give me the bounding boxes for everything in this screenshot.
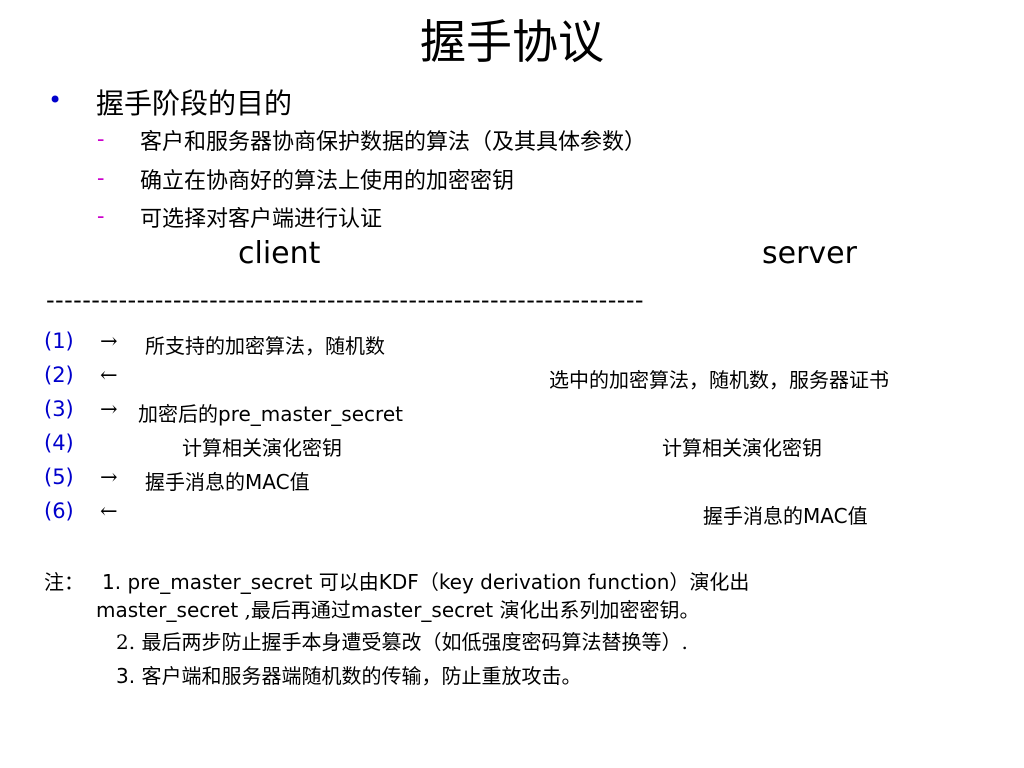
server-header: server xyxy=(762,236,857,271)
right-arrow-icon: → xyxy=(100,329,118,353)
step-3-client-text: 加密后的pre_master_secret xyxy=(138,398,403,427)
client-header: client xyxy=(238,236,321,271)
note-2: 2. 最后两步防止握手本身遭受篡改（如低强度密码算法替换等）. xyxy=(116,630,688,654)
step-4-client-text: 计算相关演化密钥 xyxy=(182,436,342,460)
subitem-text-1: 客户和服务器协商保护数据的算法（及其具体参数） xyxy=(140,130,647,155)
pre-master-secret-term: pre_master_secret xyxy=(218,402,403,426)
step-2-server-text: 选中的加密算法，随机数，服务器证书 xyxy=(549,368,889,392)
step-number-3: (3) xyxy=(44,397,74,421)
right-arrow-icon: → xyxy=(100,465,118,489)
left-arrow-icon: ← xyxy=(100,499,118,523)
step-1-client-text: 所支持的加密算法，随机数 xyxy=(145,334,385,358)
mac-term: MAC xyxy=(803,504,848,528)
step-3-prefix: 加密后的 xyxy=(138,402,218,426)
subitem-marker-2: - xyxy=(97,166,105,191)
note-1-line-1: 1. pre_master_secret 可以由KDF（key derivati… xyxy=(102,570,750,594)
step-4-server-text: 计算相关演化密钥 xyxy=(662,436,822,460)
mac-term: MAC xyxy=(245,470,290,494)
step-number-5: (5) xyxy=(44,465,74,489)
subitem-marker-3: - xyxy=(97,204,105,229)
step-number-4: (4) xyxy=(44,431,74,455)
notes-label: 注： xyxy=(44,570,84,594)
step-number-6: (6) xyxy=(44,499,74,523)
step-6-server-text: 握手消息的MAC值 xyxy=(703,504,868,528)
subitem-text-3: 可选择对客户端进行认证 xyxy=(140,207,383,232)
note-1-line-2: master_secret ,最后再通过master_secret 演化出系列加… xyxy=(96,598,700,622)
step-number-1: (1) xyxy=(44,329,74,353)
bullet-text: 握手阶段的目的 xyxy=(96,87,293,120)
step-5-client-text: 握手消息的MAC值 xyxy=(145,470,310,494)
subitem-text-2: 确立在协商好的算法上使用的加密密钥 xyxy=(140,169,515,194)
subitem-marker-1: - xyxy=(97,127,105,152)
slide-title: 握手协议 xyxy=(420,15,604,69)
step-number-2: (2) xyxy=(44,363,74,387)
bullet-marker: • xyxy=(48,86,63,114)
right-arrow-icon: → xyxy=(100,397,118,421)
left-arrow-icon: ← xyxy=(100,363,118,387)
note-3: 3. 客户端和服务器端随机数的传输，防止重放攻击。 xyxy=(116,664,582,688)
separator-line: ----------------------------------------… xyxy=(46,286,644,314)
